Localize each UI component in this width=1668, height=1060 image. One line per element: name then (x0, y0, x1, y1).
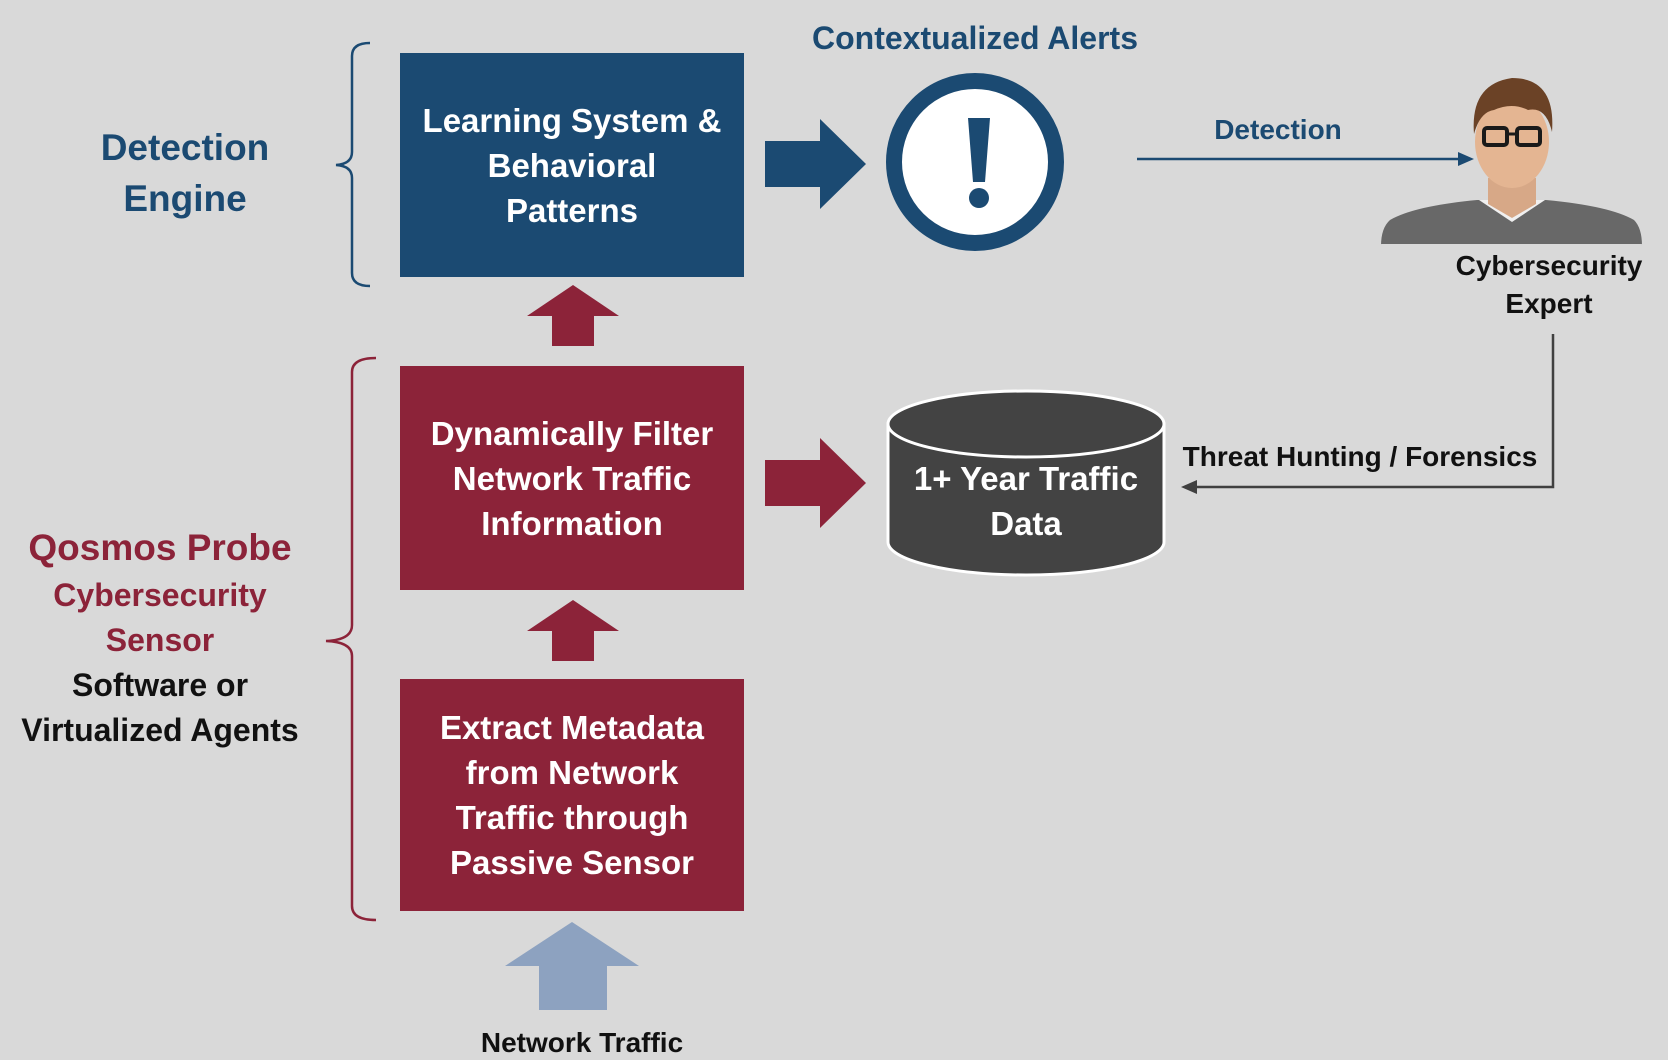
exclamation-icon (886, 73, 1064, 251)
input-arrow (505, 922, 639, 1010)
filter-traffic-label: Dynamically Filter Network Traffic Infor… (430, 414, 714, 542)
database-cylinder-icon (886, 389, 1166, 577)
detection-flow-label: Detection (1214, 114, 1342, 145)
alerts-title: Contextualized Alerts (812, 20, 1138, 56)
detection-engine-title: Detection Engine (100, 127, 270, 219)
expert-label: Cybersecurity Expert (1455, 250, 1643, 319)
storage-label: 1+ Year Traffic Data (913, 460, 1139, 542)
person-avatar-icon (1381, 78, 1642, 246)
extract-metadata-box: Extract Metadata from Network Traffic th… (400, 679, 744, 911)
learning-system-label: Learning System & Behavioral Patterns (422, 101, 722, 229)
sensor-brace (325, 356, 377, 922)
right-arrow-to-storage (765, 438, 866, 528)
detection-engine-brace (335, 41, 371, 288)
threat-hunting-connector (1196, 334, 1555, 489)
detection-arrowhead (1458, 152, 1474, 166)
right-arrow-to-alerts (765, 119, 866, 209)
up-arrow-to-learning (527, 285, 619, 346)
sensor-note: Software or Virtualized Agents (21, 667, 299, 748)
learning-system-box: Learning System & Behavioral Patterns (400, 53, 744, 277)
network-traffic-label: Network Traffic (480, 1027, 684, 1058)
threat-hunting-arrowhead (1181, 480, 1197, 494)
sensor-subtitle: Cybersecurity Sensor (53, 577, 267, 658)
sensor-title: Qosmos Probe (28, 527, 292, 568)
extract-metadata-label: Extract Metadata from Network Traffic th… (439, 709, 705, 881)
up-arrow-to-filter (527, 600, 619, 661)
filter-traffic-box: Dynamically Filter Network Traffic Infor… (400, 366, 744, 590)
threat-hunting-label: Threat Hunting / Forensics (1182, 441, 1538, 472)
